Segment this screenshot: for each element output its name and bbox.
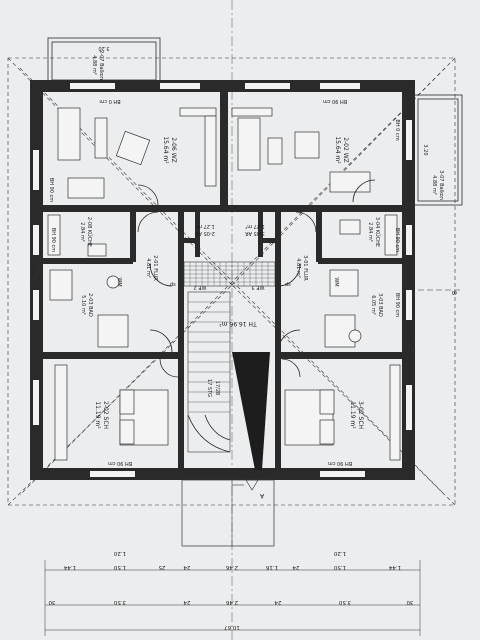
svg-text:5.10 m²: 5.10 m²	[80, 295, 86, 315]
svg-text:11.19 m²: 11.19 m²	[94, 401, 101, 429]
svg-text:2-02 SCH: 2-02 SCH	[102, 401, 109, 429]
room-label-balkon-top: 2-07 Balkon 4.88 m²	[91, 50, 104, 80]
bh-label: BH 0 cm	[99, 98, 120, 104]
dim-text: 24	[183, 599, 190, 605]
svg-text:1.27 m²: 1.27 m²	[245, 223, 265, 229]
svg-text:4.88 m²: 4.88 m²	[431, 175, 437, 195]
outer-walls	[30, 80, 415, 480]
dim-text: 1.20	[113, 550, 126, 556]
door-swings	[137, 179, 376, 378]
dim-text: 1.50	[333, 564, 346, 570]
dim-text: 2.46	[225, 599, 238, 605]
dim-text: 25	[158, 564, 165, 570]
dim-text: 1.16	[265, 564, 278, 570]
svg-text:6.05 m²: 6.05 m²	[370, 295, 376, 315]
bh-label: BH 90 cm	[394, 228, 400, 252]
room-labels: 2-06 WZ 15.64 m² 2-02 WZ 15.64 m² 2-08 K…	[79, 50, 444, 429]
dim-row2: 30 3.50 24 2.46 24 3.50 30	[48, 599, 413, 605]
room-label-sch-left: 2-02 SCH 11.19 m²	[94, 401, 109, 429]
svg-text:4.81 m²: 4.81 m²	[295, 258, 301, 278]
svg-text:3-07 Balkon: 3-07 Balkon	[438, 170, 444, 200]
ds-label: ds	[170, 282, 176, 288]
svg-text:1.27 m²: 1.27 m²	[195, 223, 215, 229]
svg-text:3-05 AR: 3-05 AR	[245, 230, 265, 236]
svg-text:2-08 KÜCHE: 2-08 KÜCHE	[86, 217, 93, 247]
dim-text: 1.44	[388, 564, 401, 570]
room-label-balkon-right: 3-07 Balkon 4.88 m²	[431, 170, 444, 200]
dim-text: 1.50	[113, 564, 126, 570]
svg-text:3-03 BAD: 3-03 BAD	[377, 293, 383, 317]
room-label-bad-left: 2-03 BAD 5.10 m²	[80, 293, 93, 317]
bh-label: BH 0 cm	[394, 119, 400, 140]
bh-label: BH 90 cm	[50, 228, 56, 252]
svg-text:15.64 m²: 15.64 m²	[162, 136, 169, 164]
svg-text:3-04 KÜCHE: 3-04 KÜCHE	[374, 217, 381, 247]
svg-text:2-02 WZ: 2-02 WZ	[342, 137, 349, 163]
stair-ratio: 17/28	[214, 381, 220, 395]
furniture	[47, 107, 401, 461]
svg-text:15.64 m²: 15.64 m²	[334, 136, 341, 164]
dim-row1: 1.44 1.20 1.50 25 24 2.46 1.16 24 1.50 1…	[63, 550, 401, 570]
stair-count: 17 STG	[206, 379, 212, 397]
bh-label: BH 90 cm	[394, 293, 400, 317]
room-label-wz-left: 2-06 WZ 15.64 m²	[162, 136, 177, 164]
room-label-ar-left: 2-05 AR 1.27 m²	[195, 223, 215, 236]
svg-text:2-06 WZ: 2-06 WZ	[170, 137, 177, 163]
dim-total: 10.67	[224, 624, 240, 630]
dim-text: 30	[406, 599, 413, 605]
dimension-lines	[44, 560, 421, 636]
dim-text: 3.50	[338, 599, 351, 605]
room-label-kueche-left: 2-08 KÜCHE 2.84 m²	[79, 217, 93, 247]
dim-text: 1.44	[63, 564, 76, 570]
svg-text:2-01 FLUR: 2-01 FLUR	[152, 255, 158, 281]
room-label-flur-right: 3-01 FLUR 4.81 m²	[295, 255, 308, 281]
unit-label-we2: WE 2	[194, 284, 207, 290]
balcony-width-label: 3.20	[422, 144, 428, 155]
dim-text: 1.20	[333, 550, 346, 556]
bh-label: BH 90 cm	[108, 460, 132, 466]
balcony-width-label: 3.20	[98, 45, 109, 51]
svg-text:2-03 BAD: 2-03 BAD	[87, 293, 93, 317]
svg-text:2.84 m²: 2.84 m²	[367, 222, 373, 242]
dim-text: 24	[183, 564, 190, 570]
svg-text:3-01 FLUR: 3-01 FLUR	[302, 255, 308, 281]
room-label-kueche-right: 3-04 KÜCHE 2.84 m²	[367, 217, 381, 247]
dim-text: 30	[48, 599, 55, 605]
bh-label: BH 90 cm	[323, 98, 347, 104]
inner-walls	[43, 92, 402, 468]
svg-text:2-07 Balkon: 2-07 Balkon	[98, 50, 104, 80]
room-label-flur-left: 2-01 FLUR 4.81 m²	[145, 255, 158, 281]
svg-text:4.81 m²: 4.81 m²	[145, 258, 151, 278]
svg-text:2.84 m²: 2.84 m²	[79, 222, 85, 242]
svg-text:TH 16.96 m²: TH 16.96 m²	[219, 320, 258, 327]
room-label-ar-right: 3-05 AR 1.27 m²	[245, 223, 265, 236]
section-a-label: A	[259, 492, 264, 499]
svg-text:2-05 AR: 2-05 AR	[195, 230, 215, 236]
svg-text:3-02 SCH: 3-02 SCH	[357, 401, 364, 429]
misc-labels: BH 0 cm BH 90 cm BH 90 cm BH 90 cm BH 90…	[48, 45, 457, 499]
svg-text:4.88 m²: 4.88 m²	[91, 55, 97, 75]
bh-label: BH 90 cm	[328, 460, 352, 466]
room-label-wz-right: 2-02 WZ 15.64 m²	[334, 136, 349, 164]
room-label-stair: TH 16.96 m²	[219, 320, 258, 327]
dim-text: 2.46	[225, 564, 238, 570]
dim-text: 24	[292, 564, 299, 570]
washing-machine-label: WM	[116, 277, 122, 286]
room-label-sch-right: 3-02 SCH 11.19 m²	[349, 401, 364, 429]
section-markers	[29, 267, 460, 491]
svg-text:11.19 m²: 11.19 m²	[349, 401, 356, 429]
dim-text: 24	[274, 599, 281, 605]
ds-label: ds	[285, 282, 291, 288]
stair-core	[181, 261, 276, 547]
section-b-label: B	[450, 291, 457, 295]
room-label-bad-right: 3-03 BAD 6.05 m²	[370, 293, 383, 317]
bh-label: BH 90 cm	[48, 178, 54, 202]
dim-text: 3.50	[113, 599, 126, 605]
washing-machine-label: WM	[333, 277, 339, 286]
unit-label-we3: WE 3	[252, 284, 265, 290]
